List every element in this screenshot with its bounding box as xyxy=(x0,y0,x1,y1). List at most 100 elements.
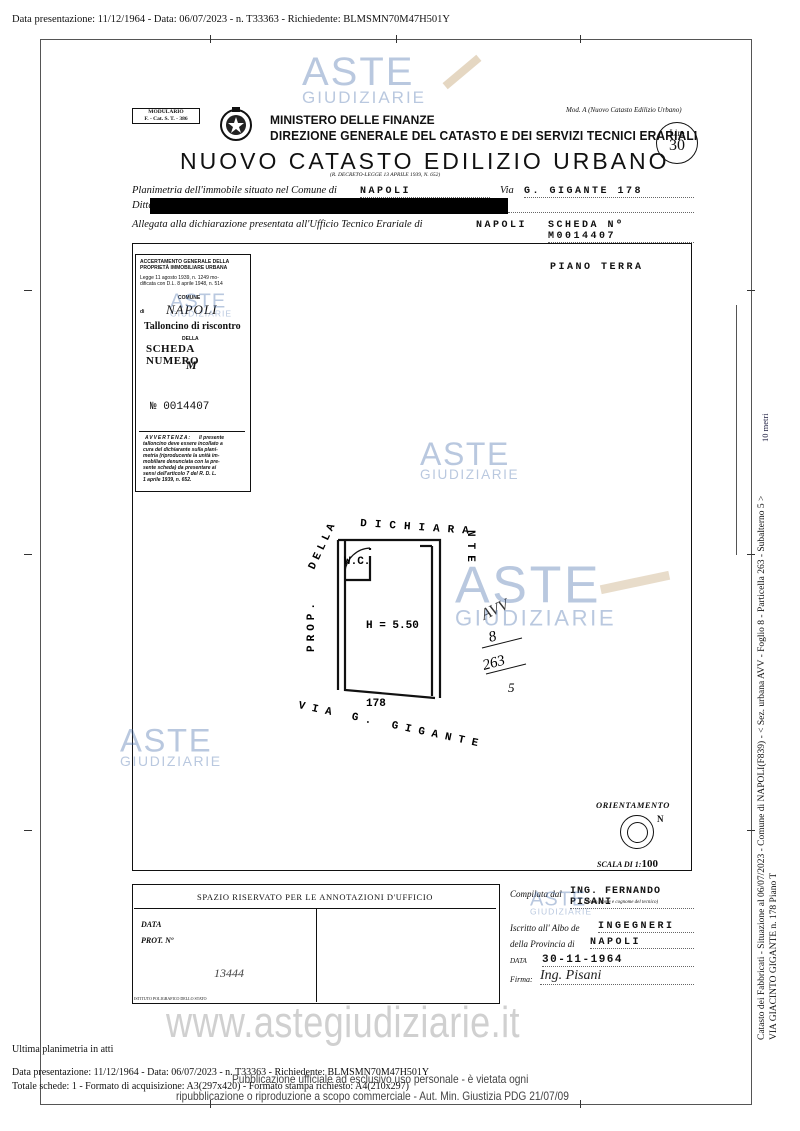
site-watermark: www.astegiudiziarie.it xyxy=(166,998,520,1047)
provincia-value: NAPOLI xyxy=(590,937,694,949)
watermark-aste-word: ASTE xyxy=(420,436,510,472)
mark-line xyxy=(485,663,527,675)
watermark-aste-word: ASTE xyxy=(530,888,587,910)
tallone-di: di xyxy=(140,309,145,315)
state-emblem-icon xyxy=(220,107,252,141)
annot-prot-value: 13444 xyxy=(214,966,244,980)
provincia-label: della Provincia di xyxy=(510,939,575,949)
tallone-number: № 0014407 xyxy=(150,401,210,413)
avvertenza-line: Il presente xyxy=(199,435,225,441)
orientamento-label: ORIENTAMENTO xyxy=(596,800,670,810)
ditta-line xyxy=(508,212,694,213)
avvertenza-line: cura del dichiarante sulla plani- xyxy=(143,447,218,453)
watermark-aste-word: ASTE xyxy=(302,50,415,94)
annot-data-label: DATA xyxy=(141,920,162,929)
talloncino-title: Talloncino di riscontro xyxy=(144,321,241,332)
annotations-title: SPAZIO RISERVATO PER LE ANNOTAZIONI D'UF… xyxy=(134,886,496,909)
piano-label: PIANO TERRA xyxy=(550,262,644,273)
frame-left xyxy=(40,39,41,1104)
avvertenza-box: AVVERTENZA: Il presente talloncino deve … xyxy=(139,431,245,488)
civico-text: 178 xyxy=(366,698,386,710)
compass-north: N xyxy=(657,814,664,824)
frame-bottom xyxy=(40,1104,752,1105)
publication-notice-2: ripubblicazione o riproduzione a scopo c… xyxy=(176,1089,569,1103)
compilata-sub: (Titolo, nome e cognome del tecnico) xyxy=(584,900,659,905)
ministry-name: MINISTERO DELLE FINANZE xyxy=(270,113,435,127)
dichiara-text: DICHIARA xyxy=(360,518,477,538)
tick-mark xyxy=(396,35,397,43)
tallone-line: dificata con D.L. 8 aprile 1948, n. 514 xyxy=(140,281,223,287)
watermark-giudiziarie-word: GIUDIZIARIE xyxy=(170,309,233,319)
watermark-giudiziarie-word: GIUDIZIARIE xyxy=(530,907,593,917)
tick-mark xyxy=(747,830,755,831)
tallone-comune-label: COMUNE xyxy=(178,295,201,301)
tallone-comune-value: NAPOLI xyxy=(166,302,218,317)
footer-line2: Totale schede: 1 - Formato di acquisizio… xyxy=(12,1081,409,1092)
avvertenza-line: talloncino deve essere incollato a xyxy=(143,441,223,447)
tick-mark xyxy=(747,290,755,291)
watermark-aste: ASTE GIUDIZIARIE xyxy=(530,888,593,917)
della-text: DELLA xyxy=(307,519,340,572)
ufficio-value: NAPOLI xyxy=(476,220,528,231)
avvertenza-line: sensi dell'articolo 7 del R. D. L. xyxy=(143,471,217,477)
firma-label: Firma: xyxy=(510,975,533,984)
decree-line: (R. DECRETO-LEGGE 13 APRILE 1939, N. 652… xyxy=(330,172,441,178)
scala-label: SCALA DI 1: xyxy=(597,860,642,869)
modulario-line2: F. - Cat. S. T. - 386 xyxy=(144,115,188,122)
iscritto-value: INGEGNERI xyxy=(598,921,694,933)
ditta-label: Ditta xyxy=(132,200,154,211)
via-value: G. GIGANTE 178 xyxy=(524,186,694,198)
lire-label: Lire xyxy=(669,128,685,138)
avvertenza-line: sente scheda) da presentare ai xyxy=(143,465,217,471)
document-title: NUOVO CATASTO EDILIZIO URBANO xyxy=(180,148,670,174)
avvertenza-line: metria (riproducente la unità im- xyxy=(143,453,220,459)
tick-mark xyxy=(24,554,32,555)
planimetria-label: Planimetria dell'immobile situato nel Co… xyxy=(132,185,337,196)
mark-sheet: 8 xyxy=(487,628,499,646)
compilata-value: ING. FERNANDO PISANI xyxy=(570,886,694,909)
redaction-bar xyxy=(150,198,508,214)
watermark-aste-word: ASTE xyxy=(455,556,602,614)
wc-text: W.C. xyxy=(344,556,370,568)
scale-bar xyxy=(736,305,737,555)
watermark-aste: ASTE GIUDIZIARIE xyxy=(455,556,616,629)
tick-mark xyxy=(580,1100,581,1108)
tallone-line: ACCERTAMENTO GENERALE DELLA xyxy=(140,259,230,265)
watermark-aste: ASTE GIUDIZIARIE xyxy=(420,436,519,481)
plan-panel xyxy=(132,243,692,871)
avvertenza-title: AVVERTENZA: xyxy=(145,435,192,441)
tick-mark xyxy=(580,35,581,43)
watermark-aste-word: ASTE xyxy=(120,722,213,759)
compass-icon xyxy=(620,815,654,849)
annotations-divider xyxy=(316,908,317,1002)
watermark-aste: ASTE GIUDIZIARIE xyxy=(302,50,426,106)
watermark-aste: ASTE GIUDIZIARIE xyxy=(170,290,233,319)
gavel-icon xyxy=(442,54,482,90)
tick-mark xyxy=(210,35,211,43)
side-cadastral-info: Catasto dei Fabbricati - Situazione al 0… xyxy=(756,496,780,1040)
tallone-line: Legge 11 agosto 1939, n. 1249 mo- xyxy=(140,275,219,281)
scheda-numero-label: SCHEDA NUMERO xyxy=(146,343,200,367)
street-text: VIA G. GIGANTE xyxy=(297,700,486,750)
tallone-della: DELLA xyxy=(182,336,199,342)
scheda-m: M xyxy=(186,358,197,372)
top-note: Data presentazione: 11/12/1964 - Data: 0… xyxy=(12,14,451,25)
via-label: Via xyxy=(500,185,514,196)
watermark-giudiziarie-word: GIUDIZIARIE xyxy=(120,753,222,770)
talloncino-card: ACCERTAMENTO GENERALE DELLA PROPRIETÀ IM… xyxy=(135,254,251,492)
modulario-box: MODULARIO F. - Cat. S. T. - 386 xyxy=(132,108,200,124)
ultima-planimetria: Ultima planimetria in atti xyxy=(12,1044,114,1055)
planimetria-row: Planimetria dell'immobile situato nel Co… xyxy=(132,185,337,196)
frame-right xyxy=(751,39,752,1104)
annotations-box xyxy=(132,884,500,1004)
watermark-aste-word: ASTE xyxy=(170,290,227,312)
tick-mark xyxy=(24,830,32,831)
floor-plan: DICHIARA NTE DELLA PROP. W.C. H = 5.50 1… xyxy=(297,518,527,750)
ministry-direction: DIREZIONE GENERALE DEL CATASTO E DEI SER… xyxy=(270,128,698,143)
plan-door xyxy=(344,547,371,573)
prop-text: PROP. xyxy=(306,599,318,652)
plan-walls xyxy=(336,538,442,700)
avvertenza-line: 1 aprile 1939, n. 652. xyxy=(143,477,192,483)
tick-mark xyxy=(24,290,32,291)
annot-prot-label: PROT. Nº xyxy=(141,936,174,945)
